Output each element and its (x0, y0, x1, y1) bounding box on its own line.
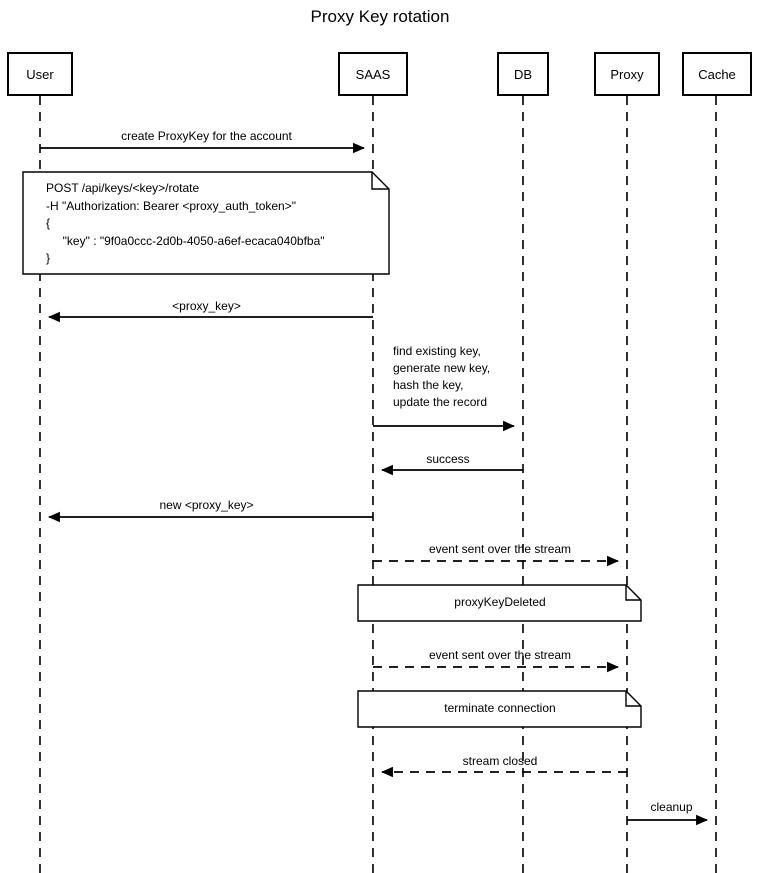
message-label-proxy-key-response: <proxy_key> (172, 299, 241, 313)
note-box-post-request-note (22, 171, 390, 275)
notes-group (22, 171, 642, 728)
note-fold-terminate-connection-note (625, 691, 641, 707)
participant-cache[interactable]: Cache (682, 52, 752, 96)
participant-label-cache: Cache (698, 66, 736, 82)
message-label-stream-closed: stream closed (462, 754, 538, 768)
participant-user[interactable]: User (7, 52, 73, 96)
message-label-db-success: success (426, 452, 470, 466)
note-text-post-request-note: POST /api/keys/<key>/rotate -H "Authoriz… (46, 181, 325, 265)
messages-group (40, 142, 708, 826)
participant-label-proxy: Proxy (610, 66, 644, 82)
participant-db[interactable]: DB (497, 52, 549, 96)
message-label-create-proxykey: create ProxyKey for the account (121, 129, 292, 143)
note-text-terminate-connection-note: terminate connection (444, 701, 556, 715)
participant-label-user: User (26, 66, 54, 82)
participant-label-saas: SAAS (355, 66, 391, 82)
note-fold-proxy-key-deleted-note (625, 585, 641, 601)
note-box-terminate-connection-note (357, 690, 642, 728)
note-text-proxy-key-deleted-note: proxyKeyDeleted (454, 595, 546, 609)
message-label-new-proxy-key: new <proxy_key> (159, 498, 254, 512)
participant-saas[interactable]: SAAS (338, 52, 408, 96)
note-box-proxy-key-deleted-note (357, 584, 642, 622)
participant-label-db: DB (513, 66, 533, 82)
participant-proxy[interactable]: Proxy (594, 52, 660, 96)
message-label-event-stream-1: event sent over the stream (428, 542, 572, 556)
note-fold-post-request-note (371, 172, 389, 190)
message-label-cleanup: cleanup (650, 800, 693, 814)
message-label-event-stream-2: event sent over the stream (428, 648, 572, 662)
annotation-saas-internal-steps: find existing key, generate new key, has… (393, 344, 491, 409)
page-title: Proxy Key rotation (310, 7, 450, 26)
